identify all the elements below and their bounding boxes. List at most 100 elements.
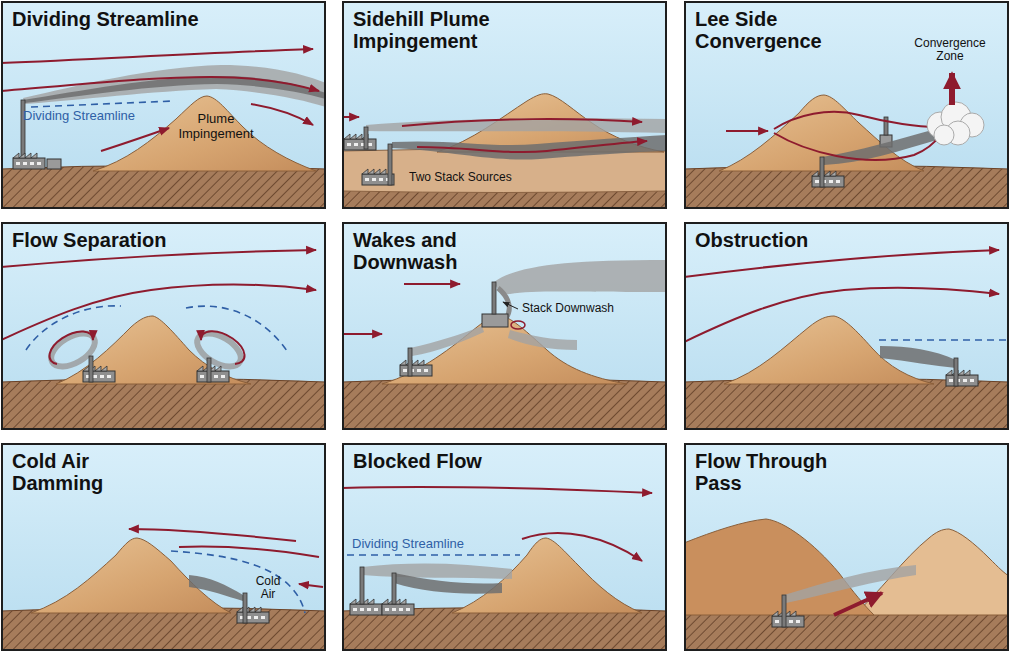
smoke-plume: [508, 330, 577, 350]
smoke-stack: [89, 356, 93, 382]
factory-icon: [344, 134, 376, 150]
art-part: [1, 222, 326, 430]
streamline-dash: [347, 554, 520, 556]
streamline-dash: [171, 551, 305, 613]
smoke-stack: [388, 144, 392, 185]
flow-arrow: [404, 283, 460, 285]
ground-hatch: [684, 610, 1009, 651]
panel-art: [1, 1, 326, 211]
mountain: [93, 96, 316, 171]
smoke-plume: [23, 76, 326, 103]
factory-icon: [13, 153, 45, 169]
flow-arrow: [251, 104, 313, 125]
flow-line: [774, 133, 940, 160]
flow-arrow: [342, 487, 652, 493]
panel-frame: Obstruction: [684, 222, 1009, 430]
factory-icon: [350, 599, 382, 615]
ground-hatch: [1, 608, 326, 652]
flow-arrow: [522, 533, 642, 561]
ground-hatch: [1, 379, 326, 431]
factory-icon: [812, 171, 844, 187]
cloud: [934, 125, 954, 145]
flow-line: [179, 546, 319, 557]
factory-icon: [382, 599, 414, 615]
ground-hatch: [684, 166, 1009, 210]
callout-label: Convergence Zone: [906, 37, 994, 64]
flow-arrow: [684, 250, 999, 277]
smoke-stack: [884, 117, 888, 135]
smoke-stack: [364, 127, 368, 149]
ground-hatch: [342, 379, 667, 431]
panel-title: Cold Air Damming: [12, 450, 162, 494]
mountain: [31, 538, 231, 613]
flow-arrow: [49, 331, 93, 364]
callout-label: Stack Downwash: [522, 302, 614, 315]
factory-icon: [197, 366, 229, 382]
smoke-plume: [494, 260, 667, 294]
factory-icon: [83, 366, 115, 382]
smoke-stack: [782, 595, 786, 627]
smoke-plume: [362, 563, 512, 579]
eddy-loop: [511, 321, 525, 329]
panel-title: Dividing Streamline: [12, 8, 312, 30]
callout-label: Plume Impingement: [176, 112, 256, 141]
art-part: [1, 1, 326, 209]
panel-art: [684, 1, 1009, 211]
building: [47, 159, 61, 169]
smoke-stack: [207, 358, 211, 382]
panel-title: Blocked Flow: [353, 450, 653, 472]
smoke-stack: [243, 593, 247, 623]
smoke-plume: [784, 565, 916, 603]
art-part: [684, 1, 1009, 209]
smoke-stack: [392, 573, 396, 604]
flow-arrow: [1, 77, 319, 91]
smoke-plume: [394, 573, 502, 594]
factory-icon: [237, 607, 269, 623]
smoke-plume: [880, 346, 956, 368]
panel-art: [342, 222, 667, 432]
flow-arrow: [299, 584, 323, 587]
smoke-plume: [392, 135, 667, 160]
smoke-stack: [820, 157, 824, 187]
flow-arrow: [949, 73, 955, 105]
flow-arrow: [129, 529, 296, 541]
panel-art: [1, 222, 326, 432]
streamline-dash: [31, 101, 173, 107]
panel-frame: Dividing Streamline: [1, 1, 326, 209]
art-part: [684, 222, 1009, 430]
smoke-plume: [366, 118, 667, 133]
sky-background: [342, 1, 667, 209]
panel-frame: Cold Air Damming: [1, 443, 326, 651]
smoke-stack: [954, 358, 958, 386]
mountain: [684, 519, 874, 615]
panel-title: Sidehill Plume Impingement: [353, 8, 528, 52]
art-part: [342, 222, 667, 430]
leader-arrow: [503, 302, 518, 309]
mountain: [56, 316, 251, 384]
panel-art: [1, 443, 326, 652]
panel-frame: Lee Side Convergence: [684, 1, 1009, 209]
panel-frame: Wakes and Downwash: [342, 222, 667, 430]
flow-arrow: [342, 333, 382, 335]
factory-icon: [400, 360, 432, 376]
building: [482, 314, 508, 327]
callout-label: Dividing Streamline: [23, 109, 135, 124]
panel-art: [684, 443, 1009, 652]
panel-art: [342, 443, 667, 652]
smoke-plume: [189, 575, 243, 601]
flow-arrow: [417, 141, 647, 152]
flow-arrow: [101, 128, 169, 151]
ground-hatch: [1, 166, 326, 210]
smoke-stack: [360, 567, 364, 604]
flow-line: [774, 112, 936, 129]
rotor-eddy: [192, 327, 247, 374]
art-part: [684, 443, 1009, 651]
panel-frame: Flow Through Pass: [684, 443, 1009, 651]
panel-art: [684, 222, 1009, 432]
flow-arrow: [1, 250, 316, 267]
callout-label: Dividing Streamline: [352, 537, 464, 552]
art-part: [342, 1, 667, 209]
